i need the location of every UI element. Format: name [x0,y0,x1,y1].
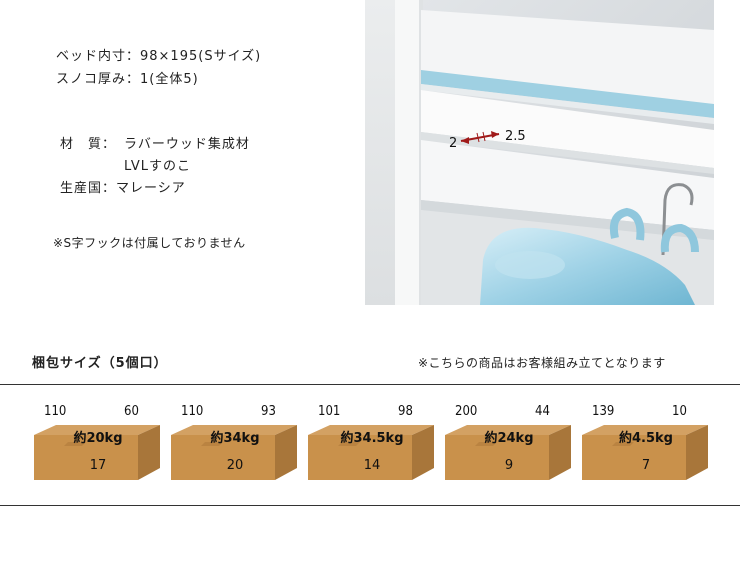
box-count: 17 [89,458,107,473]
bed-rail-photo: 2 2.5 [365,0,714,305]
spec-material-value: ラバーウッド集成材 [124,137,250,152]
box-dimension-left: 101 [318,404,341,419]
spec-bed-inner-size: ベッド内寸：98×195(Sサイズ) [56,49,262,64]
box-dimension-right: 93 [261,404,276,419]
cardboard-box-icon [445,425,571,480]
box-weight: 約4.5kg [619,431,673,446]
box-count: 7 [641,458,651,473]
cardboard-box-icon [34,425,160,480]
spec-material-value-2: LVLすのこ [124,159,191,174]
box-weight: 約24kg [484,431,534,446]
box-dimension-right: 60 [124,404,139,419]
dimension-label-right: 2.5 [505,129,526,144]
dimension-label-left: 2 [449,136,457,151]
box-weight: 約34kg [210,431,260,446]
assembly-note: ※こちらの商品はお客様組み立てとなります [418,356,666,370]
cardboard-box-icon [171,425,297,480]
box-dimension-left: 200 [455,404,478,419]
spec-origin: 生産国：マレーシア [60,181,186,196]
divider-top [0,384,740,385]
package-box: 139 10 約4.5kg 7 [582,400,712,480]
spec-material-label: 材 質： [60,137,117,152]
box-weight: 約34.5kg [340,431,404,446]
box-dimension-right: 44 [535,404,550,419]
cardboard-box-icon [582,425,708,480]
box-dimension-left: 110 [44,404,67,419]
box-dimension-right: 10 [672,404,687,419]
divider-bottom [0,505,740,506]
packaging-title: 梱包サイズ（5個口） [32,356,168,371]
cardboard-box-icon [308,425,434,480]
box-count: 9 [504,458,514,473]
box-count: 20 [226,458,244,473]
package-box: 101 98 約34.5kg 14 [308,400,438,480]
box-dimension-right: 98 [398,404,413,419]
box-dimension-left: 139 [592,404,615,419]
box-count: 14 [363,458,381,473]
spec-hook-note: ※S字フックは付属しておりません [53,236,246,250]
box-weight: 約20kg [73,431,123,446]
bed-rail-illustration: 2 2.5 [365,0,714,305]
box-dimension-left: 110 [181,404,204,419]
spec-slat-thickness: スノコ厚み：1(全体5) [56,72,199,87]
